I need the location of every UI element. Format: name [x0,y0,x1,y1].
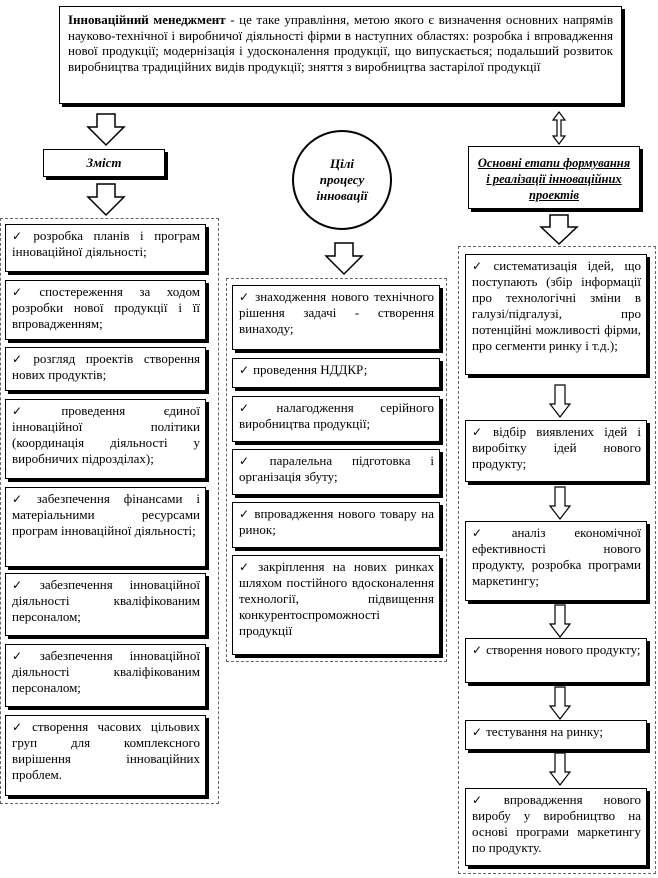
check-icon: ✓ [12,578,36,592]
list-item: ✓налагодження серійного виробництва прод… [232,396,440,442]
definition-text: - це таке управління, метою якого є визн… [68,12,613,74]
check-icon: ✓ [472,643,483,657]
list-item: ✓тестування на ринку; [465,720,647,750]
right-column-frame [458,246,656,874]
list-item: ✓розробка планів і програм інноваційної … [5,224,206,272]
check-icon: ✓ [12,492,33,506]
check-icon: ✓ [472,725,483,739]
check-icon: ✓ [12,285,36,299]
list-item: ✓відбір виявлених ідей і виробітку ідей … [465,420,647,482]
list-item: ✓закріплення на нових ринках шляхом пост… [232,555,440,655]
check-icon: ✓ [472,259,490,273]
arrow-down-icon [86,183,126,217]
check-icon: ✓ [239,507,251,521]
arrow-down-icon [549,604,571,638]
list-item: ✓забезпечення інноваційної діяльності кв… [5,573,206,636]
check-icon: ✓ [239,363,250,377]
check-icon: ✓ [239,454,266,468]
arrow-down-icon [549,752,571,786]
definition-term: Інноваційний менеджмент [68,12,226,27]
check-icon: ✓ [12,352,30,366]
list-item: ✓аналіз економічної ефективності нового … [465,521,647,601]
list-item: ✓створення часових цільових груп для ком… [5,715,206,796]
list-item: ✓паралельна підготовка і організація збу… [232,449,440,495]
check-icon: ✓ [12,720,29,734]
check-icon: ✓ [239,401,273,415]
list-item: ✓знаходження нового технічного рішення з… [232,285,440,350]
definition-box: Інноваційний менеджмент - це таке управл… [59,6,622,104]
check-icon: ✓ [12,649,36,663]
list-item: ✓систематизація ідей, що поступають (збі… [465,254,647,375]
list-item: ✓розгляд проектів створення нових продук… [5,347,206,391]
goals-circle: Цілі процесу інновації [292,130,392,230]
check-icon: ✓ [472,526,508,540]
list-item: ✓забезпечення інноваційної діяльності кв… [5,644,206,707]
list-item: ✓спостереження за ходом розробки нової п… [5,280,206,340]
list-item: ✓проведення НДДКР; [232,358,440,388]
left-column-frame [0,218,219,804]
arrow-down-icon [86,113,126,147]
double-arrow-icon [551,111,567,145]
list-item: ✓впровадження нового виробу у виробництв… [465,788,647,866]
list-item: ✓проведення єдиної інноваційної політики… [5,399,206,479]
list-item: ✓створення нового продукту; [465,638,647,683]
section-title-stages: Основні етапи формування і реалізації ін… [468,146,640,209]
check-icon: ✓ [472,793,500,807]
list-item: ✓впровадження нового товару на ринок; [232,502,440,548]
check-icon: ✓ [472,425,490,439]
arrow-down-icon [549,486,571,520]
check-icon: ✓ [12,229,30,243]
arrow-down-icon [549,686,571,720]
check-icon: ✓ [239,560,255,574]
check-icon: ✓ [239,290,252,304]
middle-column-frame [226,278,447,662]
list-item: ✓забезпечення фінансами і матеріальними … [5,487,206,567]
arrow-down-icon [549,384,571,418]
check-icon: ✓ [12,404,58,418]
arrow-down-icon [539,214,579,246]
arrow-down-icon [324,242,364,276]
section-title-zmist: Зміст [43,149,165,177]
